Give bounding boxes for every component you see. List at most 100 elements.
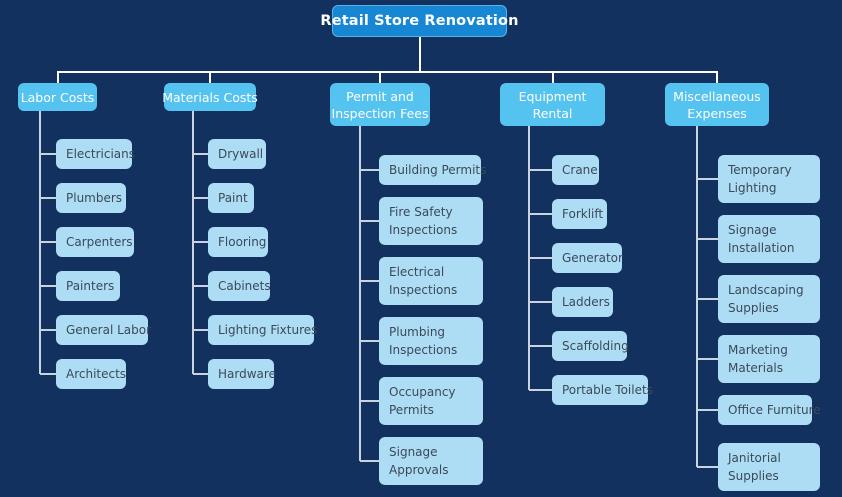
leaf-stub-fire-safety-inspections (360, 220, 379, 222)
leaf-stub-cabinets (193, 285, 208, 287)
leaf-stub-architects (40, 373, 56, 375)
leaf-label-marketing-materials-line-2: Materials (728, 361, 784, 375)
leaf-label-temporary-lighting-line-2: Lighting (728, 181, 777, 195)
leaf-stub-signage-installation (697, 238, 718, 240)
leaf-label-architects-line-1: Architects (66, 367, 127, 381)
root-node-label-line-1: Retail Store Renovation (320, 13, 519, 29)
leaf-label-portable-toilets-line-1: Portable Toilets (562, 383, 653, 397)
leaf-label-paint-line-1: Paint (218, 191, 248, 205)
branch-spine-permit-and-inspection-fees (359, 126, 361, 461)
leaf-stub-paint (193, 197, 208, 199)
category-label-permit-and-inspection-fees-line-1: Permit and (346, 88, 414, 104)
branch-drop-connector-labor-costs (56, 71, 59, 83)
leaf-label-ladders-line-1: Ladders (562, 295, 610, 309)
leaf-label-janitorial-supplies-line-2: Supplies (728, 469, 779, 483)
leaf-stub-lighting-fixtures (193, 329, 208, 331)
leaf-stub-occupancy-permits (360, 400, 379, 402)
leaf-stub-electrical-inspections (360, 280, 379, 282)
leaf-stub-general-labor (40, 329, 56, 331)
leaf-label-electricians-line-1: Electricians (66, 147, 136, 161)
leaf-label-occupancy-permits-line-1: Occupancy (389, 385, 456, 399)
leaf-node-scaffolding[interactable]: Scaffolding (552, 331, 629, 361)
leaf-node-flooring[interactable]: Flooring (208, 227, 268, 257)
leaf-label-electrical-inspections-line-1: Electrical (389, 265, 445, 279)
leaf-stub-painters (40, 285, 56, 287)
leaf-node-architects[interactable]: Architects (56, 359, 126, 389)
leaf-label-plumbing-inspections-line-2: Inspections (389, 343, 458, 357)
leaf-label-lighting-fixtures-line-1: Lighting Fixtures (218, 323, 318, 337)
leaf-node-hardware[interactable]: Hardware (208, 359, 276, 389)
leaf-label-signage-installation-line-1: Signage (728, 223, 777, 237)
branch-spine-miscellaneous-expenses (696, 126, 698, 467)
leaf-node-carpenters[interactable]: Carpenters (56, 227, 134, 257)
category-label-miscellaneous-expenses-line-1: Miscellaneous (673, 88, 761, 104)
leaf-node-crane[interactable]: Crane (552, 155, 599, 185)
branch-spine-materials-costs (192, 111, 194, 374)
category-node-materials-costs[interactable]: Materials Costs (162, 83, 258, 111)
leaf-label-painters-line-1: Painters (66, 279, 115, 293)
leaf-stub-carpenters (40, 241, 56, 243)
leaf-label-landscaping-supplies-line-1: Landscaping (728, 283, 804, 297)
leaf-node-electricians[interactable]: Electricians (56, 139, 136, 169)
leaf-node-ladders[interactable]: Ladders (552, 287, 613, 317)
leaf-node-plumbers[interactable]: Plumbers (56, 183, 126, 213)
root-stem-connector (418, 37, 421, 71)
category-label-miscellaneous-expenses-line-2: Expenses (687, 105, 747, 121)
leaf-node-generator[interactable]: Generator (552, 243, 623, 273)
leaf-node-forklift[interactable]: Forklift (552, 199, 607, 229)
leaf-node-drywall[interactable]: Drywall (208, 139, 266, 169)
leaf-label-scaffolding-line-1: Scaffolding (562, 339, 629, 353)
leaf-node-general-labor[interactable]: General Labor (56, 315, 151, 345)
branch-drop-connector-materials-costs (209, 71, 211, 83)
leaf-node-lighting-fixtures[interactable]: Lighting Fixtures (208, 315, 318, 345)
leaf-stub-plumbers (40, 197, 56, 199)
leaf-label-signage-approvals-line-1: Signage (389, 445, 438, 459)
leaf-node-office-furniture[interactable]: Office Furniture (718, 395, 821, 425)
leaf-label-marketing-materials-line-1: Marketing (728, 343, 788, 357)
leaf-stub-flooring (193, 241, 208, 243)
leaf-node-cabinets[interactable]: Cabinets (208, 271, 271, 301)
leaf-label-carpenters-line-1: Carpenters (66, 235, 133, 249)
leaf-label-electrical-inspections-line-2: Inspections (389, 283, 458, 297)
category-label-equipment-rental-line-2: Rental (532, 105, 573, 121)
leaf-stub-forklift (529, 213, 552, 215)
leaf-label-fire-safety-inspections-line-1: Fire Safety (389, 205, 453, 219)
leaf-stub-plumbing-inspections (360, 340, 379, 342)
leaf-stub-janitorial-supplies (697, 466, 718, 468)
leaf-stub-hardware (193, 373, 208, 375)
leaf-label-cabinets-line-1: Cabinets (218, 279, 271, 293)
leaf-label-landscaping-supplies-line-2: Supplies (728, 301, 779, 315)
leaf-label-generator-line-1: Generator (562, 251, 623, 265)
leaf-stub-temporary-lighting (697, 178, 718, 180)
leaf-label-janitorial-supplies-line-1: Janitorial (728, 451, 781, 465)
leaf-node-paint[interactable]: Paint (208, 183, 254, 213)
category-label-materials-costs-line-1: Materials Costs (162, 89, 258, 105)
leaf-node-building-permits[interactable]: Building Permits (379, 155, 486, 185)
leaf-node-portable-toilets[interactable]: Portable Toilets (552, 375, 653, 405)
leaf-label-building-permits-line-1: Building Permits (389, 163, 487, 177)
leaf-label-drywall-line-1: Drywall (218, 147, 264, 161)
leaf-label-signage-approvals-line-2: Approvals (389, 463, 449, 477)
leaf-node-painters[interactable]: Painters (56, 271, 120, 301)
leaf-stub-landscaping-supplies (697, 298, 718, 300)
leaf-stub-crane (529, 169, 552, 171)
category-node-labor-costs[interactable]: Labor Costs (18, 83, 97, 111)
leaf-label-flooring-line-1: Flooring (218, 235, 267, 249)
leaf-label-office-furniture-line-1: Office Furniture (728, 403, 821, 417)
leaf-stub-electricians (40, 153, 56, 155)
leaf-stub-office-furniture (697, 409, 718, 411)
